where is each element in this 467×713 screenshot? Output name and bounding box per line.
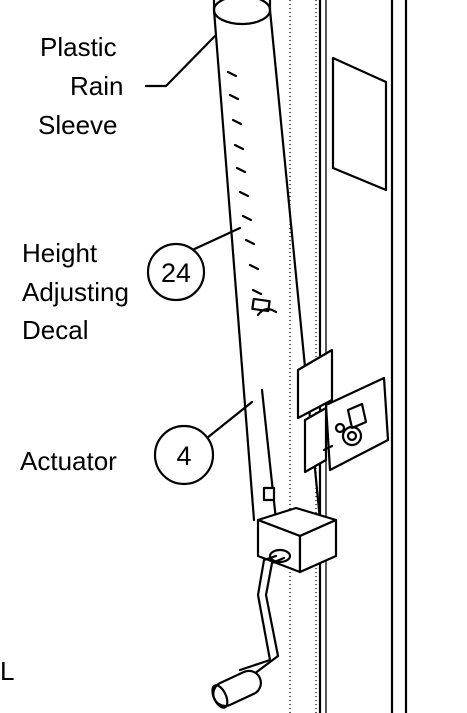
callout-24: 24 bbox=[146, 242, 206, 302]
rain-sleeve-leader bbox=[144, 34, 217, 88]
plastic-rain-sleeve-line-2: Rain bbox=[70, 71, 123, 101]
height-adjusting-decal-line-2: Adjusting bbox=[22, 277, 129, 307]
plastic-rain-sleeve-line-3: Sleeve bbox=[38, 110, 118, 140]
plastic-rain-sleeve-line-1: Plastic bbox=[40, 32, 117, 62]
frame-post bbox=[289, 0, 408, 713]
callout-4: 4 bbox=[153, 424, 215, 486]
tube-pin bbox=[262, 486, 276, 502]
edge-fragment-label: L bbox=[0, 656, 14, 686]
mounting-bracket bbox=[296, 348, 390, 474]
crank-handle bbox=[211, 554, 286, 709]
height-adjusting-decal-line-3: Decal bbox=[22, 315, 88, 345]
callout-4-number: 4 bbox=[176, 441, 191, 471]
callout-24-number: 24 bbox=[161, 258, 191, 288]
height-adjusting-decal-label: Height Adjusting Decal bbox=[22, 238, 129, 345]
gearbox bbox=[256, 506, 338, 574]
height-adjusting-decal-line-1: Height bbox=[22, 238, 98, 268]
decal-leader-line bbox=[186, 226, 242, 254]
frame-label-plate bbox=[331, 56, 388, 192]
height-decal-ticks bbox=[226, 70, 271, 313]
actuator-label: Actuator bbox=[20, 446, 117, 476]
plastic-rain-sleeve-label: Plastic Rain Sleeve bbox=[38, 32, 123, 140]
